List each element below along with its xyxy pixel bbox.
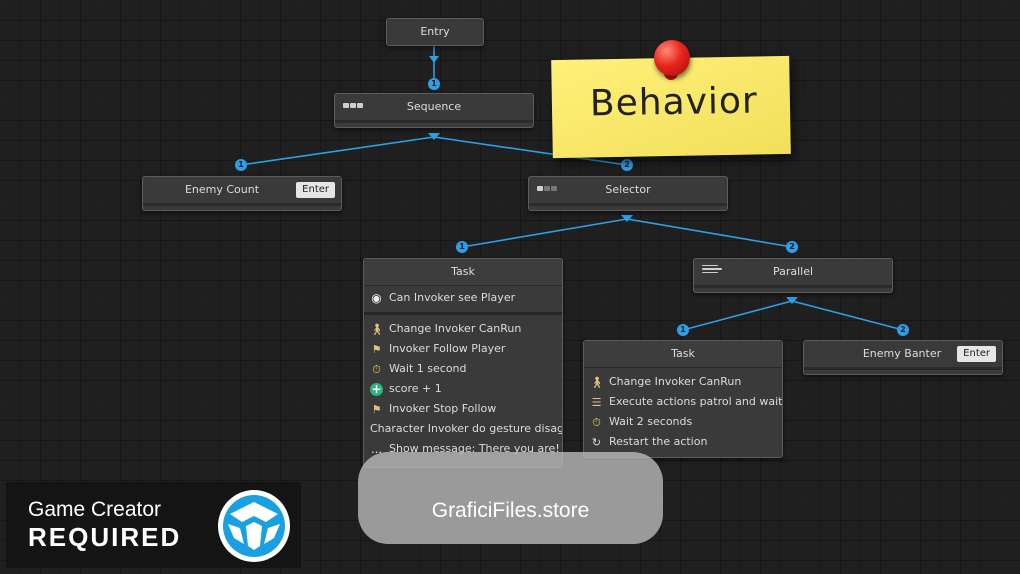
arrow-head bbox=[429, 56, 439, 63]
selector-node[interactable]: Selector bbox=[528, 176, 728, 211]
badge-line1: Game Creator bbox=[28, 498, 162, 521]
action-text: Execute actions patrol and wait bbox=[609, 395, 782, 408]
output-port[interactable]: 1 bbox=[235, 159, 247, 171]
game-creator-badge: Game Creator REQUIRED bbox=[6, 482, 301, 568]
edge-selector-task1 bbox=[461, 218, 628, 248]
output-port[interactable]: 2 bbox=[621, 159, 633, 171]
edge-selector-parallel bbox=[626, 218, 793, 248]
plus-icon: + bbox=[370, 381, 383, 396]
action-item[interactable]: ☰ Execute actions patrol and wait bbox=[584, 392, 782, 412]
output-port[interactable]: 2 bbox=[786, 241, 798, 253]
action-item[interactable]: Character Invoker do gesture disag bbox=[364, 419, 562, 439]
action-item[interactable]: 🚶︎ Change Invoker CanRun bbox=[364, 319, 562, 339]
parallel-label: Parallel bbox=[772, 265, 814, 278]
actions-list: 🚶︎ Change Invoker CanRun ☰ Execute actio… bbox=[584, 368, 782, 452]
output-port[interactable]: 1 bbox=[456, 241, 468, 253]
task-node[interactable]: Task 🚶︎ Change Invoker CanRun ☰ Execute … bbox=[583, 340, 783, 458]
character-icon: 🚶︎ bbox=[590, 375, 604, 389]
timer-icon: ⏱︎ bbox=[592, 415, 601, 429]
sticky-note-text: Behavior bbox=[589, 80, 759, 125]
action-text: Character Invoker do gesture disag bbox=[370, 422, 562, 435]
pushpin-icon bbox=[654, 40, 690, 76]
action-text: Change Invoker CanRun bbox=[389, 322, 522, 335]
parallel-icon bbox=[702, 265, 722, 273]
sequence-icon bbox=[343, 103, 363, 111]
watermark: GraficiFiles.store bbox=[358, 452, 663, 544]
action-text: Wait 2 seconds bbox=[609, 415, 693, 428]
action-text: Show message: There you are! bbox=[389, 442, 560, 455]
action-item[interactable]: ⚑ Invoker Follow Player bbox=[364, 339, 562, 359]
action-item[interactable]: ⏱︎ Wait 2 seconds bbox=[584, 412, 782, 432]
sequence-label: Sequence bbox=[406, 100, 462, 113]
conditions-list: ◉ Can Invoker see Player bbox=[364, 286, 562, 315]
enemy-banter-label: Enemy Banter bbox=[862, 347, 942, 360]
game-creator-logo-icon bbox=[218, 490, 290, 562]
action-item[interactable]: … Show message: There you are! bbox=[364, 439, 562, 459]
output-port[interactable]: 2 bbox=[897, 324, 909, 336]
task-node[interactable]: Task ◉ Can Invoker see Player 🚶︎ Change … bbox=[363, 258, 563, 468]
character-follow-icon: ⚑ bbox=[371, 342, 382, 356]
eye-icon: ◉ bbox=[371, 290, 382, 305]
task-title: Task bbox=[584, 341, 782, 368]
action-item[interactable]: + score + 1 bbox=[364, 379, 562, 399]
arrow-head bbox=[786, 297, 798, 304]
restart-icon: ↻ bbox=[591, 435, 602, 449]
character-follow-icon: ⚑ bbox=[371, 402, 382, 416]
condition-item[interactable]: ◉ Can Invoker see Player bbox=[364, 288, 562, 308]
timer-icon: ⏱︎ bbox=[372, 362, 381, 376]
task-title: Task bbox=[364, 259, 562, 286]
condition-text: Can Invoker see Player bbox=[389, 291, 516, 304]
sequence-node[interactable]: Sequence bbox=[334, 93, 534, 128]
edge-parallel-enemybanter bbox=[791, 300, 904, 331]
action-text: Invoker Stop Follow bbox=[389, 402, 497, 415]
edge-sequence-enemycount bbox=[240, 136, 435, 166]
badge-line2: REQUIRED bbox=[28, 522, 182, 552]
enter-button[interactable]: Enter bbox=[957, 346, 996, 362]
edge-sequence-selector bbox=[433, 136, 628, 166]
watermark-text: GraficiFiles.store bbox=[431, 499, 590, 522]
enemy-banter-node[interactable]: Enemy Banter Enter bbox=[803, 340, 1003, 375]
chat-icon: … bbox=[371, 442, 382, 456]
enter-button[interactable]: Enter bbox=[296, 182, 335, 198]
character-icon: 🚶︎ bbox=[370, 322, 384, 336]
action-text: score + 1 bbox=[389, 382, 442, 395]
action-text: Change Invoker CanRun bbox=[609, 375, 742, 388]
action-text: Wait 1 second bbox=[389, 362, 467, 375]
actions-list: 🚶︎ Change Invoker CanRun ⚑ Invoker Follo… bbox=[364, 315, 562, 459]
output-port[interactable]: 1 bbox=[428, 78, 440, 90]
action-item[interactable]: 🚶︎ Change Invoker CanRun bbox=[584, 372, 782, 392]
entry-label: Entry bbox=[420, 25, 450, 38]
action-text: Invoker Follow Player bbox=[389, 342, 506, 355]
edge-parallel-task2 bbox=[682, 300, 793, 331]
selector-icon bbox=[537, 186, 557, 194]
selector-label: Selector bbox=[605, 183, 651, 196]
action-item[interactable]: ⚑ Invoker Stop Follow bbox=[364, 399, 562, 419]
output-port[interactable]: 1 bbox=[677, 324, 689, 336]
action-item[interactable]: ↻ Restart the action bbox=[584, 432, 782, 452]
parallel-node[interactable]: Parallel bbox=[693, 258, 893, 293]
enemy-count-node[interactable]: Enemy Count Enter bbox=[142, 176, 342, 211]
action-item[interactable]: ⏱︎ Wait 1 second bbox=[364, 359, 562, 379]
arrow-head bbox=[621, 215, 633, 222]
entry-node[interactable]: Entry bbox=[386, 18, 484, 46]
arrow-head bbox=[428, 133, 440, 140]
enemy-count-label: Enemy Count bbox=[184, 183, 260, 196]
actions-list-icon: ☰ bbox=[591, 395, 602, 409]
action-text: Restart the action bbox=[609, 435, 708, 448]
